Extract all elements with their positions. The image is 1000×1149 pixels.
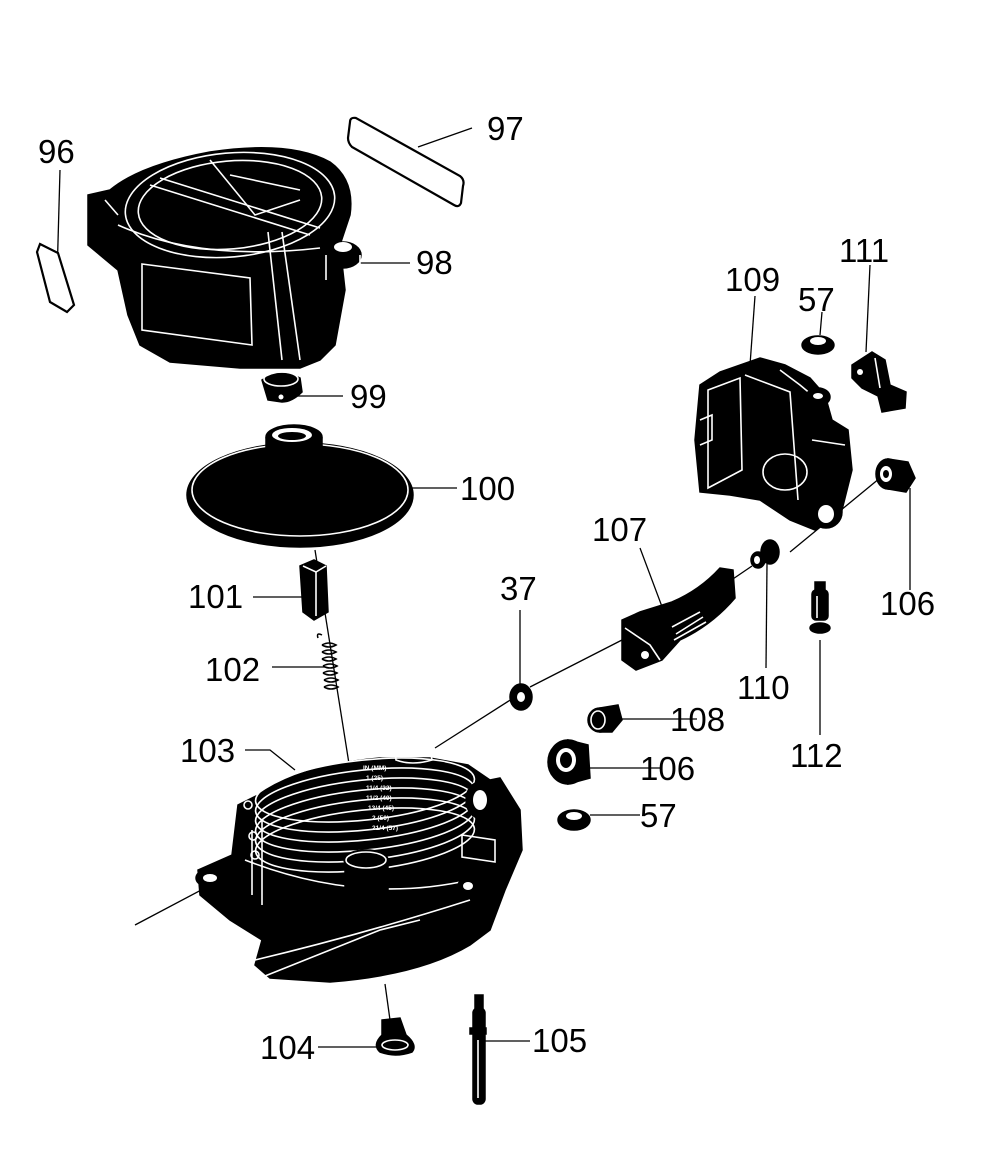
callout-98: 98 — [416, 244, 453, 281]
callout-108: 108 — [670, 701, 725, 738]
depth-scale-row: 2 (50) — [372, 815, 389, 822]
depth-scale-row: 1 (25) — [366, 775, 383, 782]
part-111-clip — [851, 351, 907, 413]
callout-109: 109 — [725, 261, 780, 298]
callout-100: 100 — [460, 470, 515, 507]
depth-scale-row: 11/2 (40) — [366, 795, 392, 802]
part-103-base-housing: IN (MM) 1 (25) 11/4 (32) 11/2 (40) 13/4 … — [195, 743, 523, 983]
callout-105: 105 — [532, 1022, 587, 1059]
callout-107: 107 — [592, 511, 647, 548]
part-109-bracket — [694, 357, 853, 531]
depth-scale-row: 21/4 (57) — [372, 825, 398, 832]
callout-101: 101 — [188, 578, 243, 615]
part-106-bushing-lower — [547, 739, 591, 785]
callout-106-upper: 106 — [880, 585, 935, 622]
depth-scale-row: 11/4 (32) — [366, 785, 392, 792]
callout-37: 37 — [500, 570, 537, 607]
callout-97: 97 — [487, 110, 524, 147]
callout-104: 104 — [260, 1029, 315, 1066]
part-112-screw — [809, 581, 831, 634]
part-97-label-plate — [346, 116, 465, 208]
callout-57-lower: 57 — [640, 797, 677, 834]
part-37-washer — [509, 683, 533, 711]
callout-57-upper: 57 — [798, 281, 835, 318]
callout-99: 99 — [350, 378, 387, 415]
part-105-pin — [469, 994, 487, 1105]
part-106-bushing-upper — [875, 458, 916, 493]
part-104-foot — [375, 1017, 415, 1056]
part-57-washer-upper — [801, 335, 835, 355]
part-110-small-bushing — [750, 539, 780, 569]
callout-112: 112 — [790, 737, 843, 774]
callout-96: 96 — [38, 133, 75, 170]
part-101-spacer-block — [299, 559, 329, 621]
depth-scale: IN (MM) 1 (25) 11/4 (32) 11/2 (40) 13/4 … — [363, 765, 398, 832]
callout-103: 103 — [180, 732, 235, 769]
callout-110: 110 — [737, 669, 790, 706]
callout-106-lower: 106 — [640, 750, 695, 787]
part-57-washer-lower — [557, 809, 591, 831]
depth-scale-header: IN (MM) — [363, 765, 386, 772]
part-107-lever — [621, 567, 736, 671]
part-102-spring — [316, 633, 340, 690]
callout-102: 102 — [205, 651, 260, 688]
part-108-bushing — [587, 704, 623, 733]
part-98-top-housing — [87, 147, 362, 369]
part-99-knob — [261, 371, 303, 403]
callout-labels: 96 97 98 99 100 101 102 103 104 105 106 … — [38, 110, 935, 1066]
callout-111: 111 — [839, 232, 889, 269]
depth-scale-row: 13/4 (45) — [368, 805, 394, 812]
part-96-label-plate — [35, 242, 76, 314]
part-100-depth-disc — [186, 424, 414, 548]
